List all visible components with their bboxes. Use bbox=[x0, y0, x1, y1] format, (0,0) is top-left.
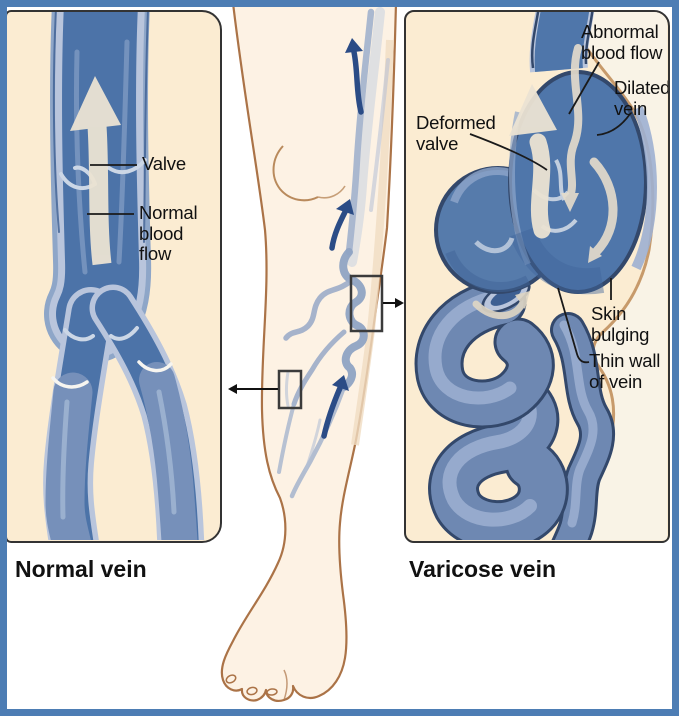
blood-flow-up-arrows bbox=[321, 38, 364, 439]
label-deformed-valve: Deformed valve bbox=[416, 112, 496, 154]
blood-flow-up-arrow bbox=[321, 375, 349, 439]
varicose-vein-body bbox=[414, 277, 616, 540]
zoom-region-rectangle-varicose bbox=[349, 274, 384, 333]
main-blood-flow-arrow bbox=[70, 76, 121, 266]
normal-vein-panel: Valve Normal blood flow bbox=[7, 10, 222, 543]
leg-outline bbox=[220, 7, 397, 702]
wavy-backflow-arrow bbox=[561, 44, 583, 212]
leader-line-abnormal-blood-flow bbox=[568, 61, 600, 115]
zoom-region-rectangle-normal bbox=[277, 369, 303, 410]
label-abnormal-blood-flow: Abnormal blood flow bbox=[581, 21, 663, 63]
varicose-vein-panel: Abnormal blood flow Dilated vein Deforme… bbox=[404, 10, 670, 543]
main-blood-flow-arrow bbox=[509, 84, 557, 239]
label-dilated-vein: Dilated vein bbox=[614, 77, 670, 119]
leader-lines bbox=[87, 164, 137, 215]
abnormal-flow-arrows bbox=[472, 44, 618, 320]
varicose-vein-illustration bbox=[414, 12, 667, 540]
label-valve: Valve bbox=[142, 153, 186, 174]
callout-arrow-right bbox=[383, 298, 404, 308]
normal-vein-illustration bbox=[43, 12, 205, 540]
callout-arrow-left bbox=[228, 384, 278, 394]
label-thin-wall-of-vein: Thin wall of vein bbox=[589, 350, 661, 392]
outside-skin-region bbox=[566, 12, 667, 540]
leader-lines bbox=[469, 61, 631, 364]
swirl-arrow bbox=[472, 291, 530, 320]
blood-flow-up-arrow bbox=[329, 199, 354, 251]
blood-flow-up-arrow bbox=[345, 38, 364, 115]
leader-line-dilated-vein bbox=[596, 113, 631, 136]
curved-backflow-arrow bbox=[588, 157, 618, 263]
label-skin-bulging: Skin bulging bbox=[591, 303, 650, 345]
caption-normal-vein: Normal vein bbox=[15, 556, 147, 582]
caption-varicose-vein: Varicose vein bbox=[409, 556, 557, 582]
callouts bbox=[228, 274, 404, 410]
label-normal-blood-flow: Normal blood flow bbox=[139, 202, 198, 265]
vein-trunk-top bbox=[529, 12, 595, 73]
leader-line-deformed-valve bbox=[469, 133, 548, 171]
toenails bbox=[225, 674, 278, 696]
leader-line-thin-wall bbox=[557, 287, 590, 364]
